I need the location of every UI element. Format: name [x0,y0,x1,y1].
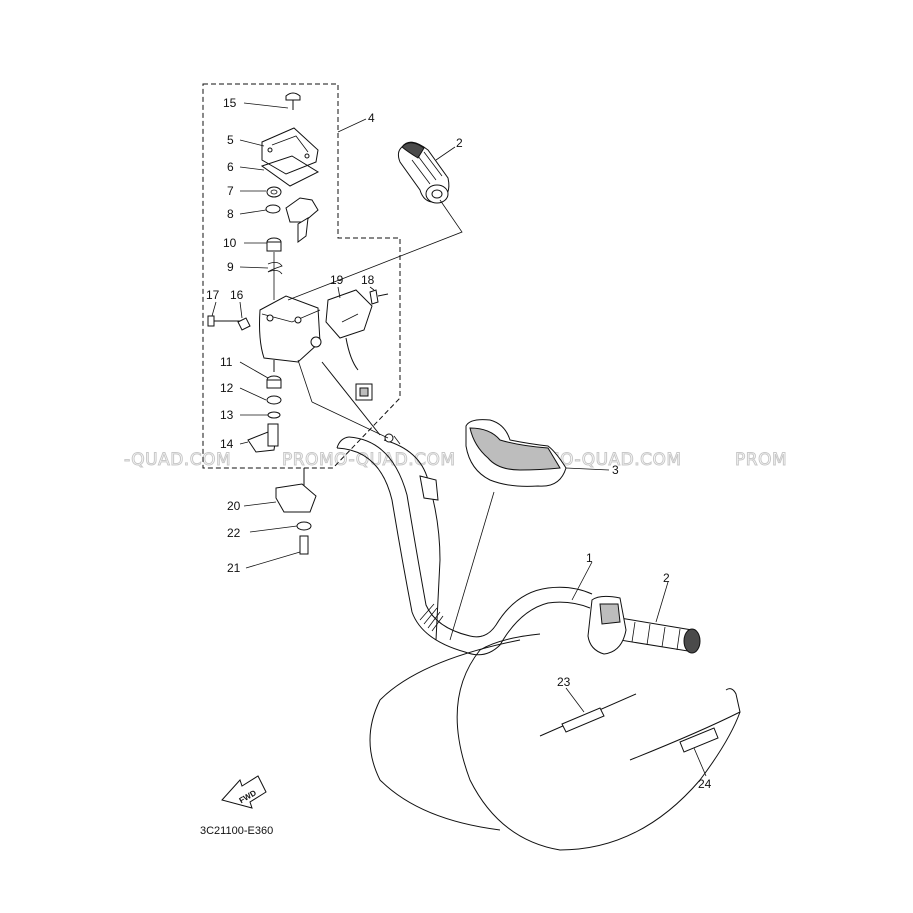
watermark-text: PROM [735,450,787,470]
callout-19: 19 [330,273,344,287]
callout-17: 17 [206,288,220,302]
handlebar-cover [465,419,567,487]
callout-23: 23 [557,675,571,689]
leader-lines [211,102,707,777]
watermark-text: -QUAD.COM [124,450,231,470]
assembly-boundary [202,83,401,469]
watermark-text: PROMO-QUAD.COM [282,450,456,470]
callout-6: 6 [227,160,234,174]
watermark-row: -QUAD.COM PROMO-QUAD.COM PROMO-QUAD.COM … [124,450,788,471]
forward-direction-indicator: FWD [221,775,267,809]
drawing-code: 3C21100-E360 [200,825,273,837]
callout-10: 10 [223,236,237,250]
callout-22: 22 [227,526,241,540]
callout-16: 16 [230,288,244,302]
callout-21: 21 [227,561,241,575]
handlebar [336,436,593,656]
callout-1: 1 [586,551,593,565]
cables [287,199,741,851]
callout-9: 9 [227,260,234,274]
callout-20: 20 [227,499,241,513]
callout-5: 5 [227,133,234,147]
callout-3: 3 [612,463,619,477]
switch-assembly [207,92,389,555]
callout-11: 11 [220,355,233,369]
callout-13: 13 [220,408,234,422]
callout-14: 14 [220,437,234,451]
callout-15: 15 [223,96,237,110]
callout-24: 24 [698,777,712,791]
grip-lower [619,617,701,654]
callout-2-upper: 2 [456,136,463,150]
callout-8: 8 [227,207,234,221]
callout-18: 18 [361,273,375,287]
throttle-housing-on-bar [587,595,627,655]
callout-labels: 1 2 2 3 4 5 6 7 8 9 10 11 12 13 14 15 16… [206,96,712,791]
callout-7: 7 [227,184,234,198]
callout-4: 4 [368,111,375,125]
callout-12: 12 [220,381,234,395]
callout-2-lower: 2 [663,571,670,585]
grip-upper [397,141,450,204]
